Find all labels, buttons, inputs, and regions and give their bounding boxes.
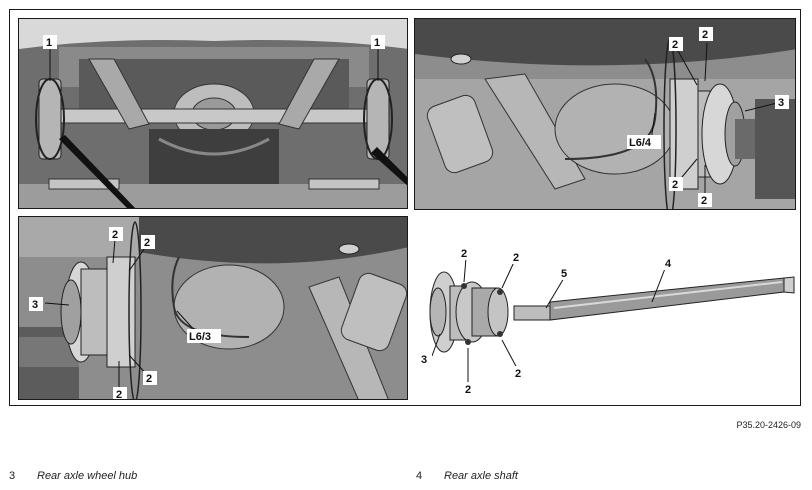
right-callout-2d: 2 bbox=[701, 195, 707, 207]
right-wheel-detail-panel: 2 2 3 2 2 L6/4 bbox=[414, 18, 796, 210]
legend-item-axle-shaft: 4 Rear axle shaft bbox=[416, 470, 518, 482]
legend-text: Rear axle shaft bbox=[444, 470, 518, 482]
overview-illustration: 1 1 bbox=[19, 19, 407, 208]
right-wheel-illustration: 2 2 3 2 2 L6/4 bbox=[415, 19, 795, 209]
parts-callout-3: 3 bbox=[421, 354, 427, 366]
left-callout-2d: 2 bbox=[116, 389, 122, 400]
legend-number: 3 bbox=[9, 470, 16, 482]
figure-code: P35.20-2426-09 bbox=[736, 420, 801, 430]
legend-item-wheel-hub: 3 Rear axle wheel hub bbox=[9, 470, 137, 482]
parts-callout-2d: 2 bbox=[465, 384, 471, 396]
legend-text: Rear axle wheel hub bbox=[37, 470, 138, 482]
left-wheel-illustration: 2 2 3 2 2 L6/3 bbox=[19, 217, 407, 400]
left-callout-2b: 2 bbox=[144, 237, 150, 249]
parts-panel: 2 2 5 4 3 2 2 bbox=[414, 216, 796, 400]
parts-callout-2b: 2 bbox=[513, 252, 519, 264]
left-wheel-detail-panel: 2 2 3 2 2 L6/3 bbox=[18, 216, 408, 400]
overview-callout-1-right: 1 bbox=[374, 37, 380, 49]
overview-callout-1-left: 1 bbox=[46, 37, 52, 49]
legend-number: 4 bbox=[416, 470, 423, 482]
right-callout-2b: 2 bbox=[702, 29, 708, 41]
right-callout-2c: 2 bbox=[672, 179, 678, 191]
left-callout-2c: 2 bbox=[146, 373, 152, 385]
parts-callout-2a: 2 bbox=[461, 248, 467, 260]
right-callout-3: 3 bbox=[778, 97, 784, 109]
left-callout-sensor: L6/3 bbox=[189, 331, 211, 343]
left-callout-3: 3 bbox=[32, 299, 38, 311]
overview-panel: 1 1 bbox=[18, 18, 408, 209]
left-callout-2a: 2 bbox=[112, 229, 118, 241]
parts-callout-4: 4 bbox=[665, 258, 672, 270]
figure-frame: 1 1 bbox=[9, 9, 801, 406]
parts-callout-2c: 2 bbox=[515, 368, 521, 380]
right-callout-sensor: L6/4 bbox=[629, 137, 652, 149]
parts-callout-5: 5 bbox=[561, 268, 567, 280]
right-callout-2a: 2 bbox=[672, 39, 678, 51]
parts-illustration: 2 2 5 4 3 2 2 bbox=[414, 216, 796, 400]
